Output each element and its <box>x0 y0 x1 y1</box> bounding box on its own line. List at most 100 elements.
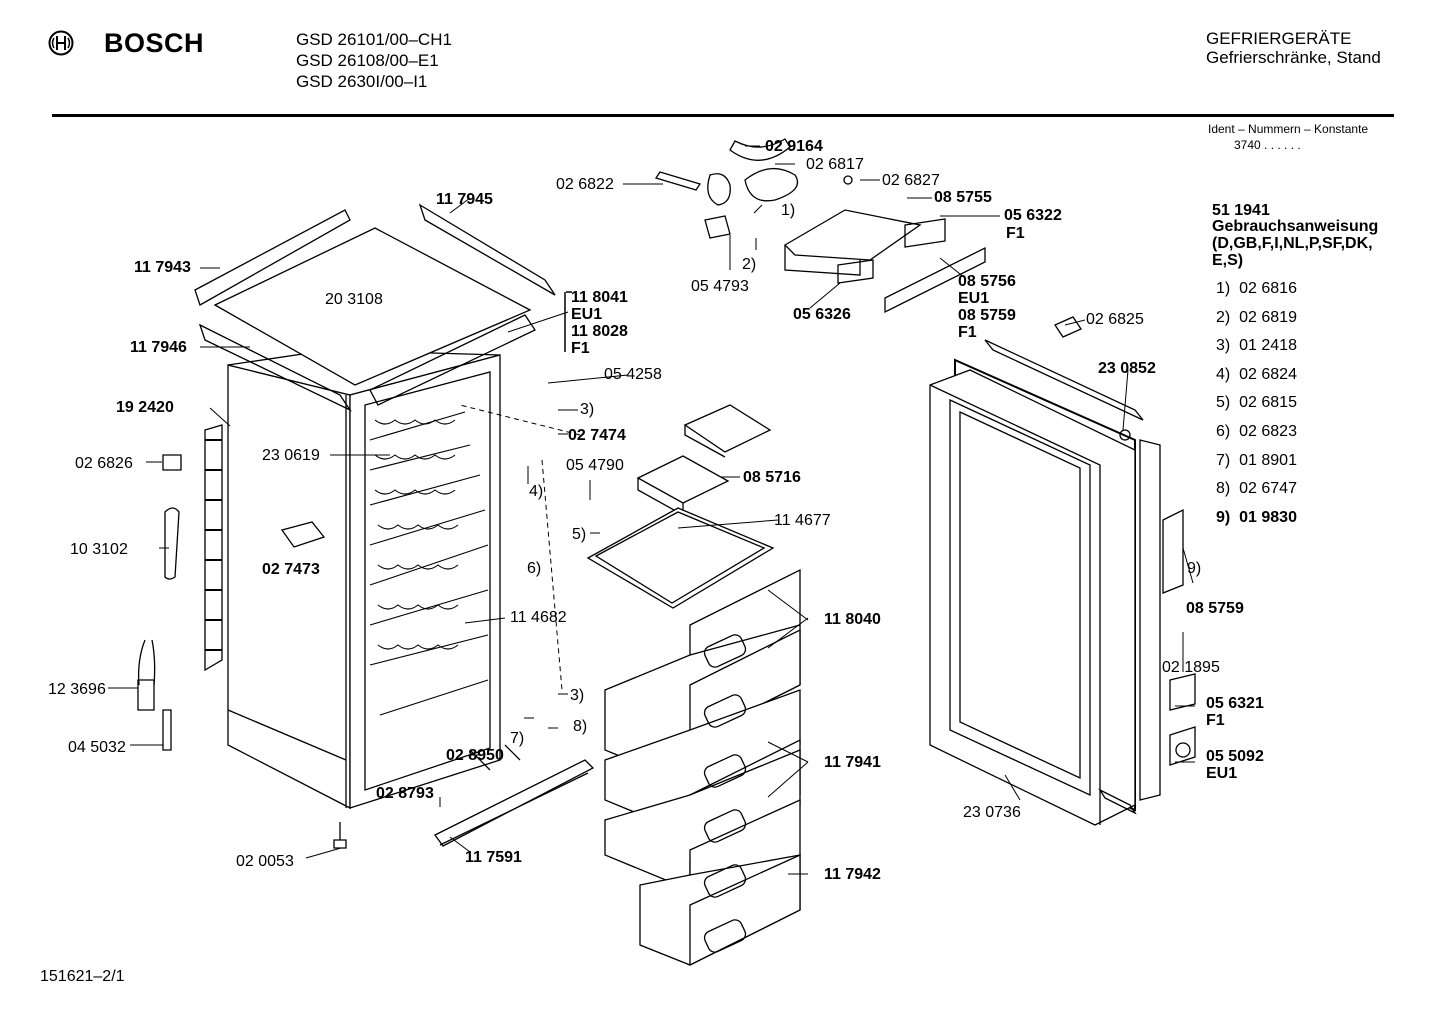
header-rule <box>52 114 1394 117</box>
label-054258: 05 4258 <box>604 366 662 383</box>
label-203108: 20 3108 <box>325 291 383 308</box>
label-021895: 02 1895 <box>1162 659 1220 676</box>
manual-languages-2: E,S) <box>1212 252 1244 269</box>
label-ref-3: 3) <box>570 687 585 704</box>
small-parts-list: 1) 02 6816 2) 02 6819 3) 01 2418 4) 02 6… <box>1216 280 1297 537</box>
door-hardware <box>1054 316 1196 766</box>
list-item: 8) 02 6747 <box>1216 480 1297 509</box>
label-027473: 02 7473 <box>262 561 320 578</box>
drawers <box>604 568 801 967</box>
label-026825: 02 6825 <box>1086 311 1144 328</box>
list-item: 1) 02 6816 <box>1216 280 1297 309</box>
label-056321: 05 6321 <box>1206 695 1264 712</box>
label-ref-3: 3) <box>580 401 595 418</box>
item-code: 02 6819 <box>1239 308 1297 326</box>
thermostat-parts <box>654 138 986 314</box>
manual-languages: (D,GB,F,I,NL,P,SF,DK, <box>1212 235 1373 252</box>
item-code: 02 6824 <box>1239 365 1297 383</box>
brand-name: BOSCH <box>104 28 205 58</box>
cabinet-shelves <box>369 411 489 716</box>
label-ref-8: 8) <box>573 718 588 735</box>
item-number: 8) <box>1216 480 1231 498</box>
item-code: 01 9830 <box>1239 508 1297 526</box>
label-ref-5: 5) <box>572 526 587 543</box>
item-number: 3) <box>1216 337 1231 355</box>
label-114677: 11 4677 <box>774 512 831 529</box>
model-1: GSD 26101/00–CH1 <box>296 30 452 49</box>
label-f1: F1 <box>1006 225 1025 242</box>
label-192420: 19 2420 <box>116 399 174 416</box>
leader-lines <box>108 145 1195 875</box>
list-item: 9) 01 9830 <box>1216 509 1297 538</box>
label-eu1: EU1 <box>958 290 990 307</box>
kick-plate <box>434 744 595 847</box>
subcategory: Gefrierschränke, Stand <box>1206 48 1381 67</box>
item-number: 1) <box>1216 280 1231 297</box>
label-117943: 11 7943 <box>134 259 191 276</box>
label-026826: 02 6826 <box>75 455 133 472</box>
item-number: 2) <box>1216 308 1231 326</box>
label-117945: 11 7945 <box>436 191 493 208</box>
list-item: 3) 01 2418 <box>1216 337 1297 366</box>
label-114682: 11 4682 <box>510 609 567 626</box>
category: GEFRIERGERÄTE <box>1206 29 1352 48</box>
ident-value: 3740 . . . . . . <box>1234 138 1301 152</box>
label-117946: 11 7946 <box>130 339 187 356</box>
door <box>929 339 1161 826</box>
label-ref-7: 7) <box>510 730 525 747</box>
item-code: 02 6747 <box>1239 480 1297 498</box>
label-054793: 05 4793 <box>691 278 749 295</box>
label-085756: 08 5756 <box>958 273 1016 290</box>
label-ref-6: 6) <box>527 560 542 577</box>
label-117941: 11 7941 <box>824 754 881 771</box>
item-number: 4) <box>1216 365 1231 383</box>
label-085759: 08 5759 <box>958 307 1016 324</box>
label-103102: 10 3102 <box>70 541 128 558</box>
label-117942: 11 7942 <box>824 866 881 883</box>
condenser <box>204 424 223 672</box>
label-117591: 11 7591 <box>465 849 522 866</box>
list-item: 5) 02 6815 <box>1216 394 1297 423</box>
item-number: 6) <box>1216 422 1231 440</box>
label-eu1: EU1 <box>1206 765 1238 782</box>
label-026817: 02 6817 <box>806 156 864 173</box>
item-code: 02 6815 <box>1239 394 1297 412</box>
label-f1: F1 <box>958 324 977 341</box>
label-028950: 02 8950 <box>446 747 504 764</box>
list-item: 7) 01 8901 <box>1216 452 1297 481</box>
label-230736: 23 0736 <box>963 804 1021 821</box>
label-118028: 11 8028 <box>571 323 628 340</box>
document-number: 151621–2/1 <box>40 968 125 985</box>
small-parts-left <box>137 454 347 849</box>
label-230619: 23 0619 <box>262 447 320 464</box>
label-ref-2: 2) <box>742 256 757 273</box>
top-cover <box>194 203 556 412</box>
label-085759-door: 08 5759 <box>1186 600 1244 617</box>
item-code: 01 2418 <box>1239 337 1297 355</box>
list-item: 2) 02 6819 <box>1216 309 1297 338</box>
label-eu1: EU1 <box>571 306 603 323</box>
label-f1: F1 <box>1206 712 1225 729</box>
item-number: 7) <box>1216 451 1231 469</box>
label-ref-4: 4) <box>529 483 544 500</box>
label-ref-1: 1) <box>781 202 796 219</box>
label-085755: 08 5755 <box>934 189 992 206</box>
manual-number: 51 1941 <box>1212 202 1270 219</box>
label-118040: 11 8040 <box>824 611 881 628</box>
label-055092: 05 5092 <box>1206 748 1264 765</box>
label-027474: 02 7474 <box>568 427 626 444</box>
label-026827: 02 6827 <box>882 172 940 189</box>
glass-shelf <box>586 507 775 609</box>
model-2: GSD 26108/00–E1 <box>296 51 439 70</box>
list-item: 4) 02 6824 <box>1216 366 1297 395</box>
label-029164: 02 9164 <box>765 138 823 155</box>
bosch-logo-icon <box>48 30 74 56</box>
model-3: GSD 2630I/00–I1 <box>296 72 428 91</box>
label-230852: 23 0852 <box>1098 360 1156 377</box>
list-item: 6) 02 6823 <box>1216 423 1297 452</box>
manual-title: Gebrauchsanweisung <box>1212 218 1379 235</box>
label-026822: 02 6822 <box>556 176 614 193</box>
item-code: 02 6823 <box>1239 422 1297 440</box>
label-056322: 05 6322 <box>1004 207 1062 224</box>
